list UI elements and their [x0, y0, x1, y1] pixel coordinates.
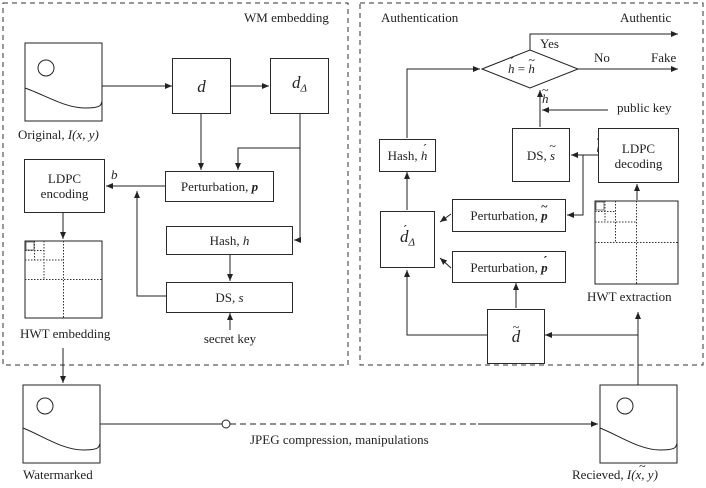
arrow-hash-to-decision [406, 66, 480, 138]
hwt-embedding-grid [24, 240, 103, 319]
original-caption: Original, I(x, y) [18, 127, 99, 142]
hash-auth-box: Hash, h [379, 139, 436, 172]
ldpc-encoding-box: LDPC encoding [24, 159, 105, 213]
channel-label: JPEG compression, manipulations [250, 432, 429, 447]
embedding-panel-title: WM embedding [244, 10, 329, 25]
public-key-label: public key [617, 100, 672, 115]
d-delta-box: dΔ [270, 58, 329, 114]
arrow-perturbation-tilde-to-ddelta [439, 213, 452, 223]
yes-label: Yes [540, 36, 559, 51]
ldpc-decoding-box: LDPC decoding [598, 128, 679, 183]
d-tilde-box: d [487, 309, 545, 364]
b-label: b [111, 167, 118, 182]
arrow-yes-authentic [529, 31, 678, 50]
original-image [24, 42, 103, 122]
authentication-panel [359, 2, 704, 366]
arrow-ddelta-to-hash [294, 114, 301, 243]
ds-auth-box: DS, s [512, 128, 570, 182]
decision-label: h = h [508, 61, 535, 77]
authentication-panel-title: Authentication [381, 10, 459, 25]
fake-label: Fake [651, 50, 677, 65]
arrow-ds-to-perturbation [134, 191, 166, 297]
perturbation-tilde-box: Perturbation, p [452, 199, 566, 232]
no-label: No [594, 50, 610, 65]
d-delta-auth-box: dΔ [380, 211, 435, 268]
hwt-extraction-grid [594, 200, 679, 285]
d-box: d [172, 58, 231, 114]
arrow-ddelta-to-perturbation [235, 114, 301, 170]
ds-box: DS, s [166, 282, 293, 313]
watermarked-label: Watermarked [23, 467, 93, 482]
perturbation-box: Perturbation, p [165, 171, 274, 202]
channel-node [221, 419, 231, 429]
h-tilde-label: h [542, 91, 549, 107]
hwt-extraction-label: HWT extraction [587, 289, 672, 304]
hwt-embedding-label: HWT embedding [20, 326, 111, 341]
arrow-perturbation-acute-to-ddelta [439, 257, 452, 269]
watermarked-image [22, 384, 101, 464]
secret-key-label: secret key [203, 331, 257, 346]
embedding-panel [2, 2, 349, 366]
received-caption: Recieved, I(x, y) [572, 467, 658, 483]
hash-box: Hash, h [166, 226, 293, 255]
perturbation-acute-box: Perturbation, p [452, 251, 566, 283]
received-image [599, 384, 678, 464]
arrow-dtilde-to-ddelta [404, 270, 487, 336]
arrow-btilde-to-perturbation [567, 155, 584, 218]
authentic-label: Authentic [620, 10, 672, 25]
